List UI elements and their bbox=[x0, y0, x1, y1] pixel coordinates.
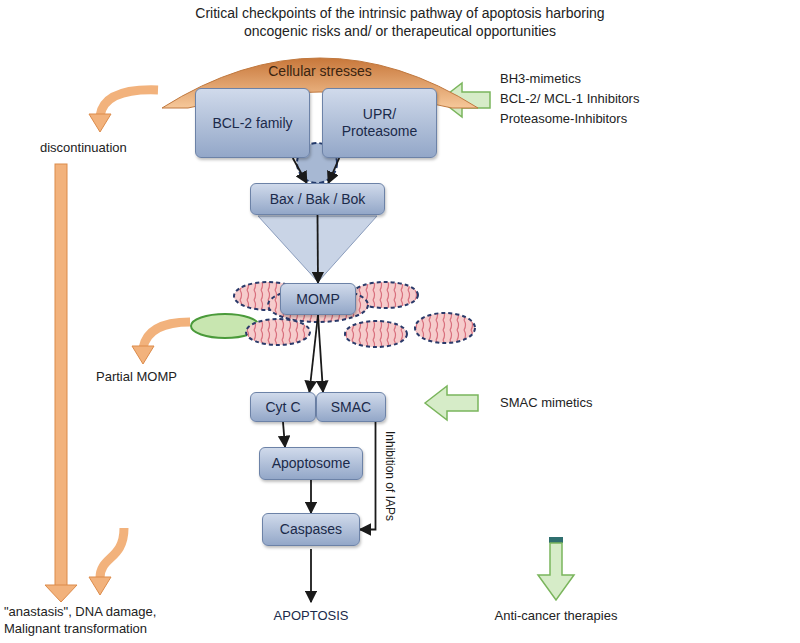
process-box: Bax / Bak / Bok bbox=[250, 183, 385, 215]
outcome-arrow bbox=[310, 549, 312, 602]
pathway-arrow bbox=[293, 158, 307, 183]
mitochondria bbox=[191, 282, 475, 347]
diagram-title: Critical checkpoints of the intrinsic pa… bbox=[190, 4, 610, 40]
annotation-label: Anti-cancer therapies bbox=[495, 608, 618, 625]
node-text: Caspases bbox=[280, 521, 342, 538]
node-text: SMAC bbox=[331, 399, 371, 416]
orange-arrows bbox=[45, 90, 190, 602]
annotation-label: SMAC mimetics bbox=[500, 395, 592, 412]
annotation-label: BH3-mimetics bbox=[500, 71, 581, 88]
pathway-arrow bbox=[328, 158, 339, 183]
process-box: UPR/ Proteasome bbox=[322, 88, 437, 158]
annotation-label: BCL-2/ MCL-1 Inhibitors bbox=[500, 91, 639, 108]
node-text: Cyt C bbox=[266, 399, 301, 416]
annotation-label: discontinuation bbox=[40, 140, 127, 157]
process-box: Caspases bbox=[262, 513, 360, 546]
process-box: Apoptosome bbox=[259, 447, 363, 480]
node-text: UPR/ Proteasome bbox=[339, 106, 421, 140]
annotation-label: Partial MOMP bbox=[96, 369, 177, 386]
funnel-shape bbox=[258, 216, 377, 282]
pathway-arrow bbox=[283, 422, 285, 447]
pathway-arrow bbox=[309, 315, 318, 392]
annotation-label: APOPTOSIS bbox=[274, 608, 349, 625]
process-box: MOMP bbox=[280, 283, 356, 315]
edge-label: Inhibition of IAPs bbox=[382, 429, 396, 523]
node-text: Apoptosome bbox=[272, 455, 351, 472]
annotation-label: Proteasome-Inhibitors bbox=[500, 111, 627, 128]
node-text: BCL-2 family bbox=[212, 115, 292, 132]
node-text: Bax / Bak / Bok bbox=[270, 191, 366, 208]
node-text: MOMP bbox=[296, 291, 340, 308]
annotation-label: "anastasis", DNA damage, Malignant trans… bbox=[4, 604, 179, 638]
process-box: SMAC bbox=[316, 392, 386, 422]
node-text: Cellular stresses bbox=[268, 63, 371, 80]
pathway-arrow bbox=[310, 480, 312, 513]
pathway-arrow bbox=[318, 315, 323, 392]
process-box: BCL-2 family bbox=[195, 88, 310, 158]
therapy-arrows bbox=[425, 83, 574, 600]
process-box: Cyt C bbox=[250, 392, 316, 422]
pathway-arrow bbox=[317, 215, 319, 283]
